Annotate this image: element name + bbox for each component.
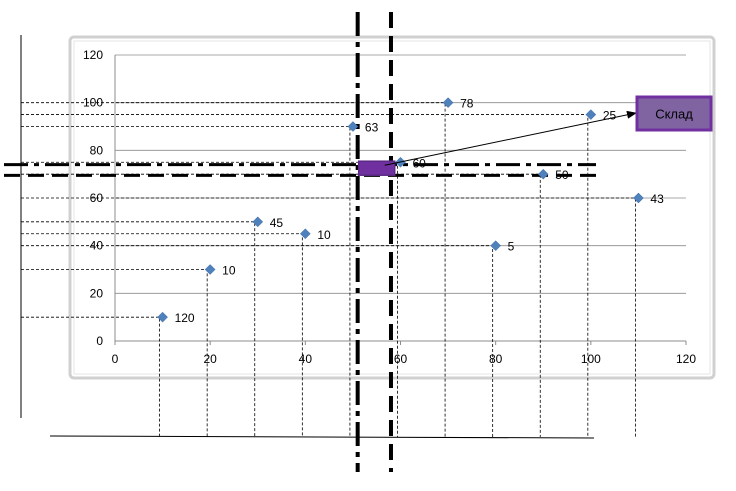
data-point-4 [347,121,359,132]
data-point-10 [633,192,644,204]
y-tick-label-120: 120 [83,48,103,62]
data-point-label-0: 120 [175,311,195,325]
data-point-label-5: 60 [413,156,427,170]
projection-line-0 [21,316,160,437]
divider-lines [4,12,604,472]
y-tick-label-0: 0 [96,334,103,348]
warehouse-box [635,95,713,132]
data-point-label-7: 5 [508,240,515,254]
data-point-8 [537,168,549,180]
data-point-7 [490,240,502,252]
y-tick-label-80: 80 [90,143,104,157]
x-tick-label-20: 20 [203,352,217,366]
data-point-0 [157,311,168,323]
data-point-2 [252,216,264,228]
overlay-shapes: Склад [357,95,713,176]
data-point-label-10: 43 [650,192,664,206]
data-point-label-9: 25 [603,109,617,123]
projection-line-2 [21,221,256,437]
x-tick-label-80: 80 [489,352,503,366]
x-tick-label-120: 120 [676,352,696,366]
x-tick-label-100: 100 [581,352,601,366]
data-point-label-3: 10 [317,228,331,242]
x-tick-label-40: 40 [299,352,313,366]
projection-line-6 [21,102,446,437]
gridlines [115,54,686,294]
x-tick-label-0: 0 [112,352,119,366]
data-point-label-1: 10 [222,264,236,278]
warehouse-label: Склад [655,107,693,122]
data-point-label-2: 45 [270,216,284,230]
data-point-9 [585,109,597,120]
data-point-label-4: 63 [365,121,379,135]
x-tick-label-60: 60 [394,352,408,366]
data-point-label-6: 78 [460,97,474,111]
arrow-to-warehouse [384,110,637,166]
data-point-3 [299,228,311,240]
outer-bottom-axis [49,435,595,439]
data-point-label-8: 50 [555,168,569,182]
data-points: 120 10 45 10 63 60 78 5 50 25 43 [157,97,664,325]
y-tick-label-20: 20 [90,286,104,300]
projection-line-4 [21,126,351,437]
center-of-gravity-marker [357,160,396,176]
data-point-6 [442,97,454,109]
data-point-1 [204,264,216,275]
